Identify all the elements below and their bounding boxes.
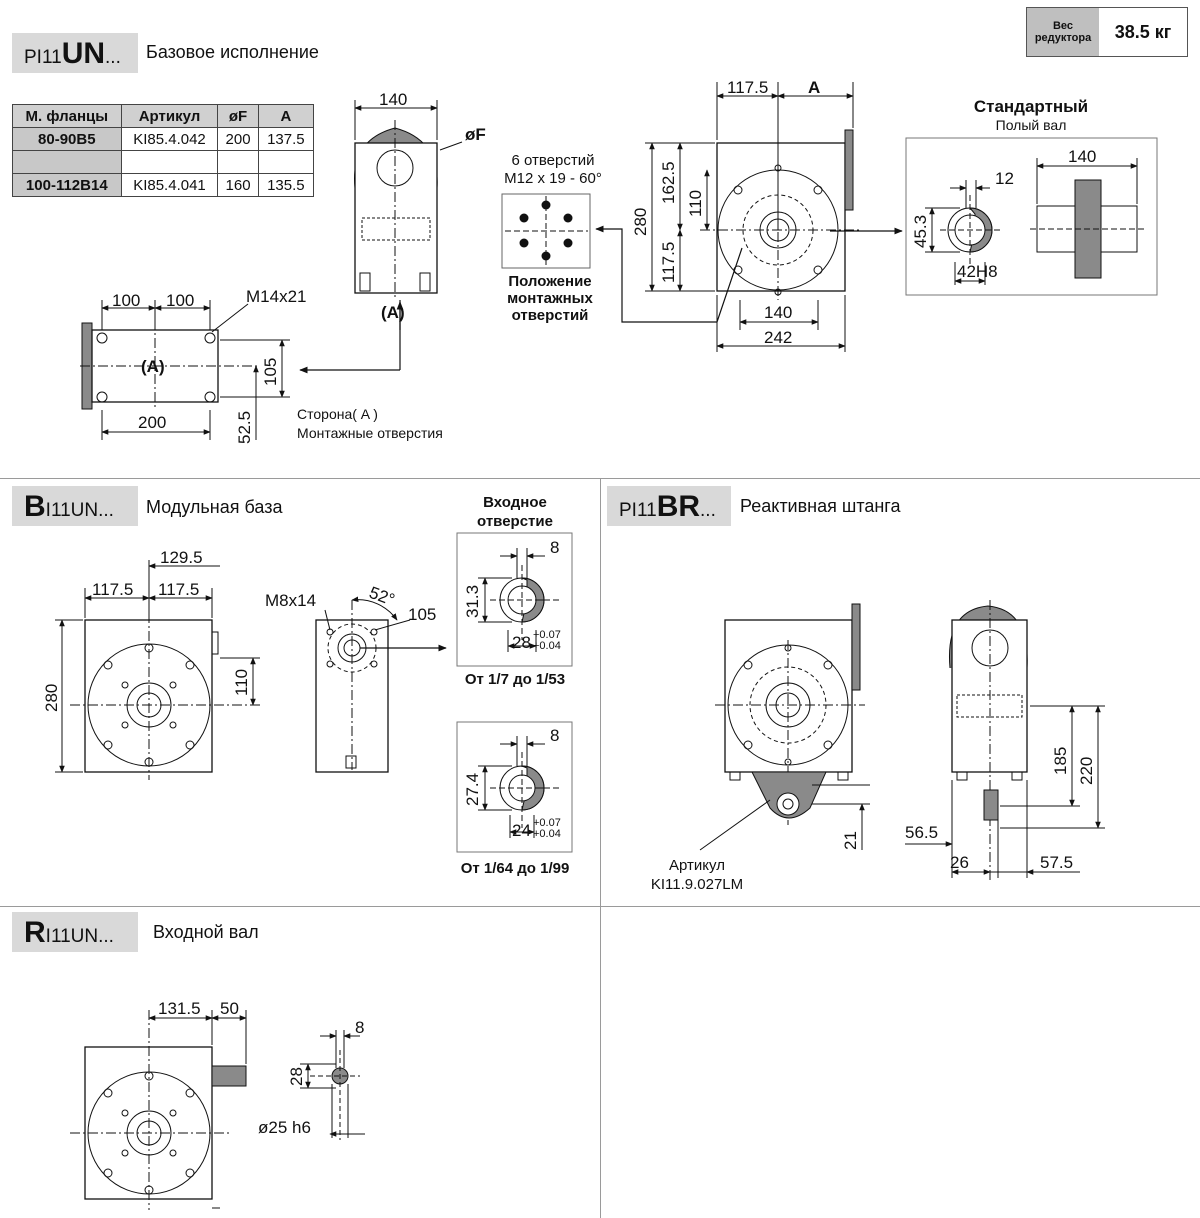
weight-box: Вес редуктора 38.5 кг	[1026, 7, 1188, 57]
br-side-view	[905, 600, 1105, 880]
dim-text: 45.3	[911, 215, 930, 248]
dim-text: 100	[166, 291, 194, 310]
dim-text: 200	[138, 413, 166, 432]
dim-tol: +0.07	[533, 817, 561, 829]
dim-text: 140	[1068, 147, 1096, 166]
label-thread: M8x14	[265, 591, 316, 610]
standard-caption: Стандартный Полый вал	[973, 97, 1089, 133]
ratio-range-2: От 1/64 до 1/99	[460, 860, 570, 877]
mount-position-caption: Положение монтажных отверстий	[507, 273, 593, 324]
table-row: 80-90B5 KI85.4.042 200 137.5	[12, 127, 315, 151]
dim-text: 24	[512, 821, 531, 840]
label-phiF: øF	[465, 125, 486, 144]
dim-text: 220	[1077, 757, 1096, 785]
holes-caption: 6 отверстий M12 x 19 - 60°	[504, 152, 602, 187]
un-bottom-view	[80, 300, 290, 440]
weight-value: 38.5 кг	[1114, 21, 1172, 42]
dim-text: 105	[261, 358, 280, 386]
side-a-caption: Сторона( A ) Монтажные отверстия	[297, 406, 443, 441]
torque-arm-caption: Артикул KI11.9.027LM	[650, 857, 744, 893]
dim-text: 12	[995, 169, 1014, 188]
dim-text: 280	[42, 684, 61, 712]
ri-front-view	[70, 1010, 365, 1210]
bi-front-view	[55, 560, 260, 780]
col-header: øF	[217, 104, 259, 128]
dim-text: 129.5	[160, 548, 203, 567]
ratio-range-1: От 1/7 до 1/53	[464, 671, 566, 688]
dim-text: 8	[355, 1018, 364, 1037]
hollow-shaft-box	[905, 137, 1158, 296]
dim-text: 117.5	[92, 580, 133, 599]
section-title-br: Реактивная штанга	[740, 496, 901, 516]
dim-text: 8	[550, 726, 559, 745]
section-title-bi: Модульная база	[146, 497, 283, 517]
dim-text: 42H8	[957, 262, 998, 281]
dim-text: ø25 h6	[258, 1118, 311, 1137]
section-title-ri: Входной вал	[153, 922, 259, 942]
dim-text: 110	[686, 190, 705, 217]
table-row: 100-112B14 KI85.4.041 160 135.5	[12, 173, 315, 197]
input-bore-box-2	[456, 721, 573, 853]
dim-text: 57.5	[1040, 853, 1073, 872]
input-bore-box-1	[456, 532, 573, 667]
dim-text: 105	[408, 605, 436, 624]
dim-text: 27.4	[463, 773, 482, 806]
dim-tol: +0.04	[533, 640, 561, 652]
un-front-view	[595, 82, 903, 352]
dim-text: 52°	[367, 583, 398, 610]
divider-vertical	[600, 478, 601, 1218]
dim-text: 26	[950, 853, 969, 872]
dim-text: 242	[764, 328, 792, 347]
dim-text: 280	[631, 208, 650, 236]
dim-text: 50	[220, 999, 239, 1018]
dim-text: 117.5	[659, 242, 678, 283]
dim-text: 185	[1051, 747, 1070, 775]
dim-tol: +0.04	[533, 828, 561, 840]
dim-text: 28	[512, 633, 531, 652]
bi-side-view	[315, 596, 447, 773]
dim-text: 162.5	[659, 161, 678, 204]
input-bore-caption: Входное отверстие	[477, 494, 553, 530]
dim-text: 28	[287, 1067, 306, 1086]
dim-text: 8	[550, 538, 559, 557]
dim-text: 131.5	[158, 999, 201, 1018]
dim-text: 110	[232, 669, 251, 696]
un-side-view	[299, 100, 463, 374]
marker-a: (A)	[141, 357, 165, 376]
marker-a: (A)	[381, 303, 405, 322]
dim-text: 56.5	[905, 823, 938, 842]
dim-text: 52.5	[235, 411, 254, 444]
flange-table: М. фланцы Артикул øF A 80-90B5 KI85.4.04…	[12, 104, 315, 197]
dim-text: 117.5	[727, 78, 768, 97]
label-thread: M14x21	[246, 287, 306, 306]
br-front-view	[699, 603, 870, 851]
section-title-un: Базовое исполнение	[146, 42, 319, 62]
dim-text: 31.3	[463, 585, 482, 618]
dim-a: A	[808, 78, 820, 97]
col-header: A	[257, 104, 315, 128]
dim-text: 100	[112, 291, 140, 310]
dim-text: 140	[764, 303, 792, 322]
dim-text: 21	[841, 831, 860, 850]
dim-text: 140	[379, 90, 407, 109]
dim-text: 117.5	[158, 580, 199, 599]
col-header: Артикул	[120, 104, 219, 128]
dim-tol: +0.07	[533, 629, 561, 641]
weight-label: Вес редуктора	[1027, 8, 1099, 56]
